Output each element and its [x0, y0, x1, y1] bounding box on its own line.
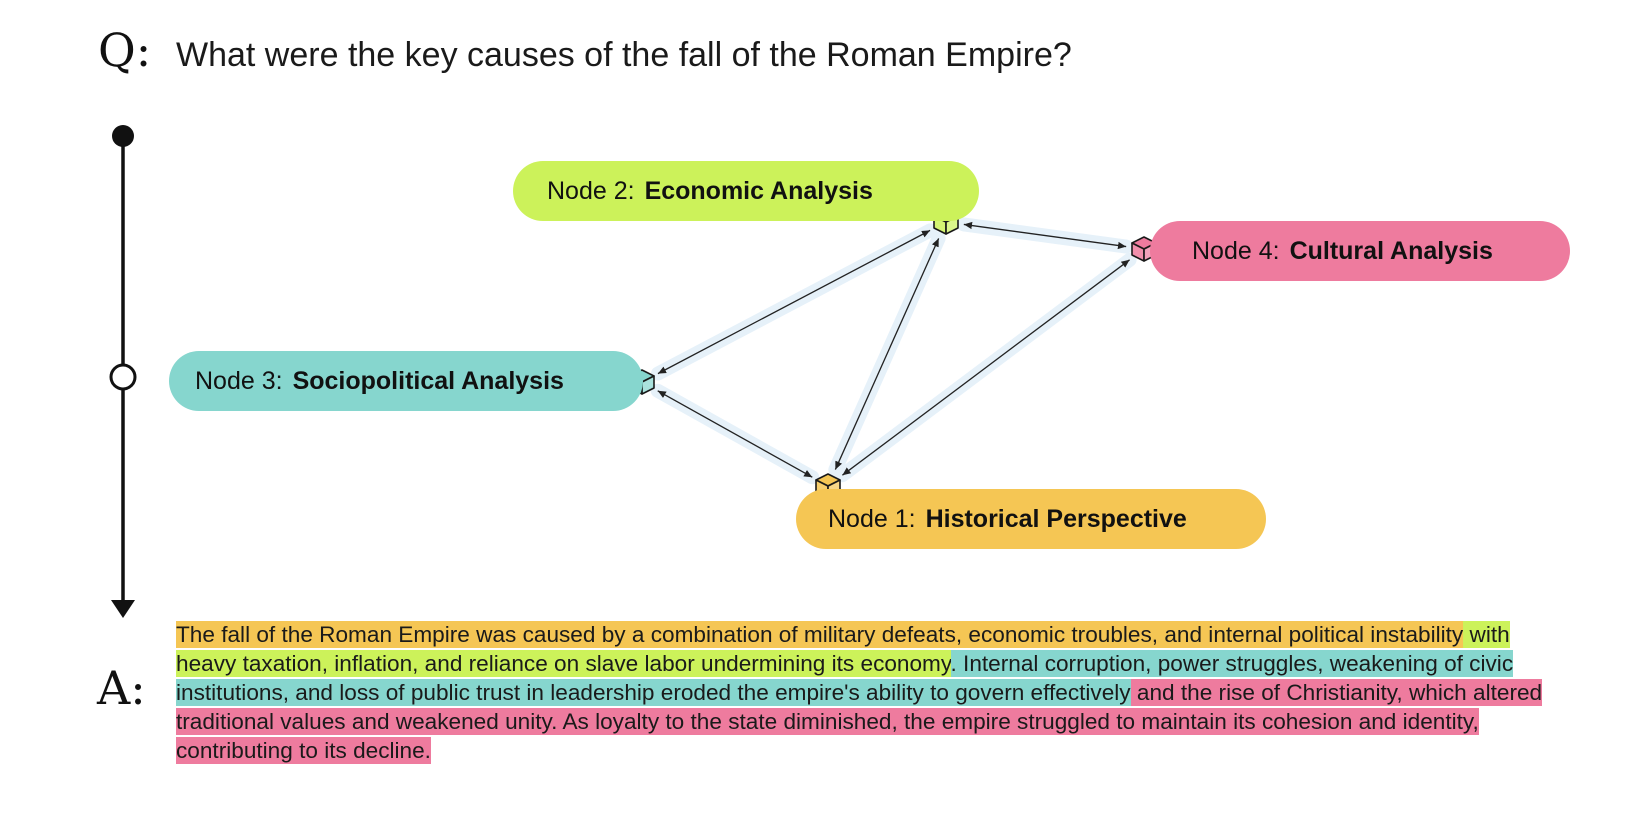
node-prefix: Node 2: [547, 176, 635, 205]
answer-text: The fall of the Roman Empire was caused … [176, 620, 1576, 765]
node-title: Historical Perspective [925, 504, 1187, 533]
node-title: Cultural Analysis [1289, 236, 1493, 265]
node-sociopolitical-analysis[interactable]: Node 3: Sociopolitical Analysis [169, 351, 643, 411]
answer-segment-historical: The fall of the Roman Empire was caused … [176, 621, 1464, 648]
node-title: Economic Analysis [644, 176, 873, 205]
question-marker: Q: [98, 23, 152, 77]
edge-node-4-node-1 [842, 259, 1130, 476]
node-prefix: Node 3: [195, 366, 283, 395]
node-prefix: Node 4: [1192, 236, 1280, 265]
answer-marker: A: [97, 661, 146, 715]
node-economic-analysis[interactable]: Node 2: Economic Analysis [513, 161, 979, 221]
timeline [109, 125, 137, 618]
node-title: Sociopolitical Analysis [292, 366, 564, 395]
timeline-arrow-down-icon [111, 600, 135, 618]
node-prefix: Node 1: [828, 504, 916, 533]
node-cultural-analysis[interactable]: Node 4: Cultural Analysis [1150, 221, 1570, 281]
node-historical-perspective[interactable]: Node 1: Historical Perspective [796, 489, 1266, 549]
edge-node-3-node-1 [657, 390, 813, 478]
timeline-mid-dot [109, 363, 137, 391]
edge-node-2-node-4 [963, 221, 1127, 250]
edges [650, 217, 1137, 485]
question-text: What were the key causes of the fall of … [176, 36, 1072, 74]
timeline-start-dot [112, 125, 134, 147]
cube-face [641, 375, 655, 395]
